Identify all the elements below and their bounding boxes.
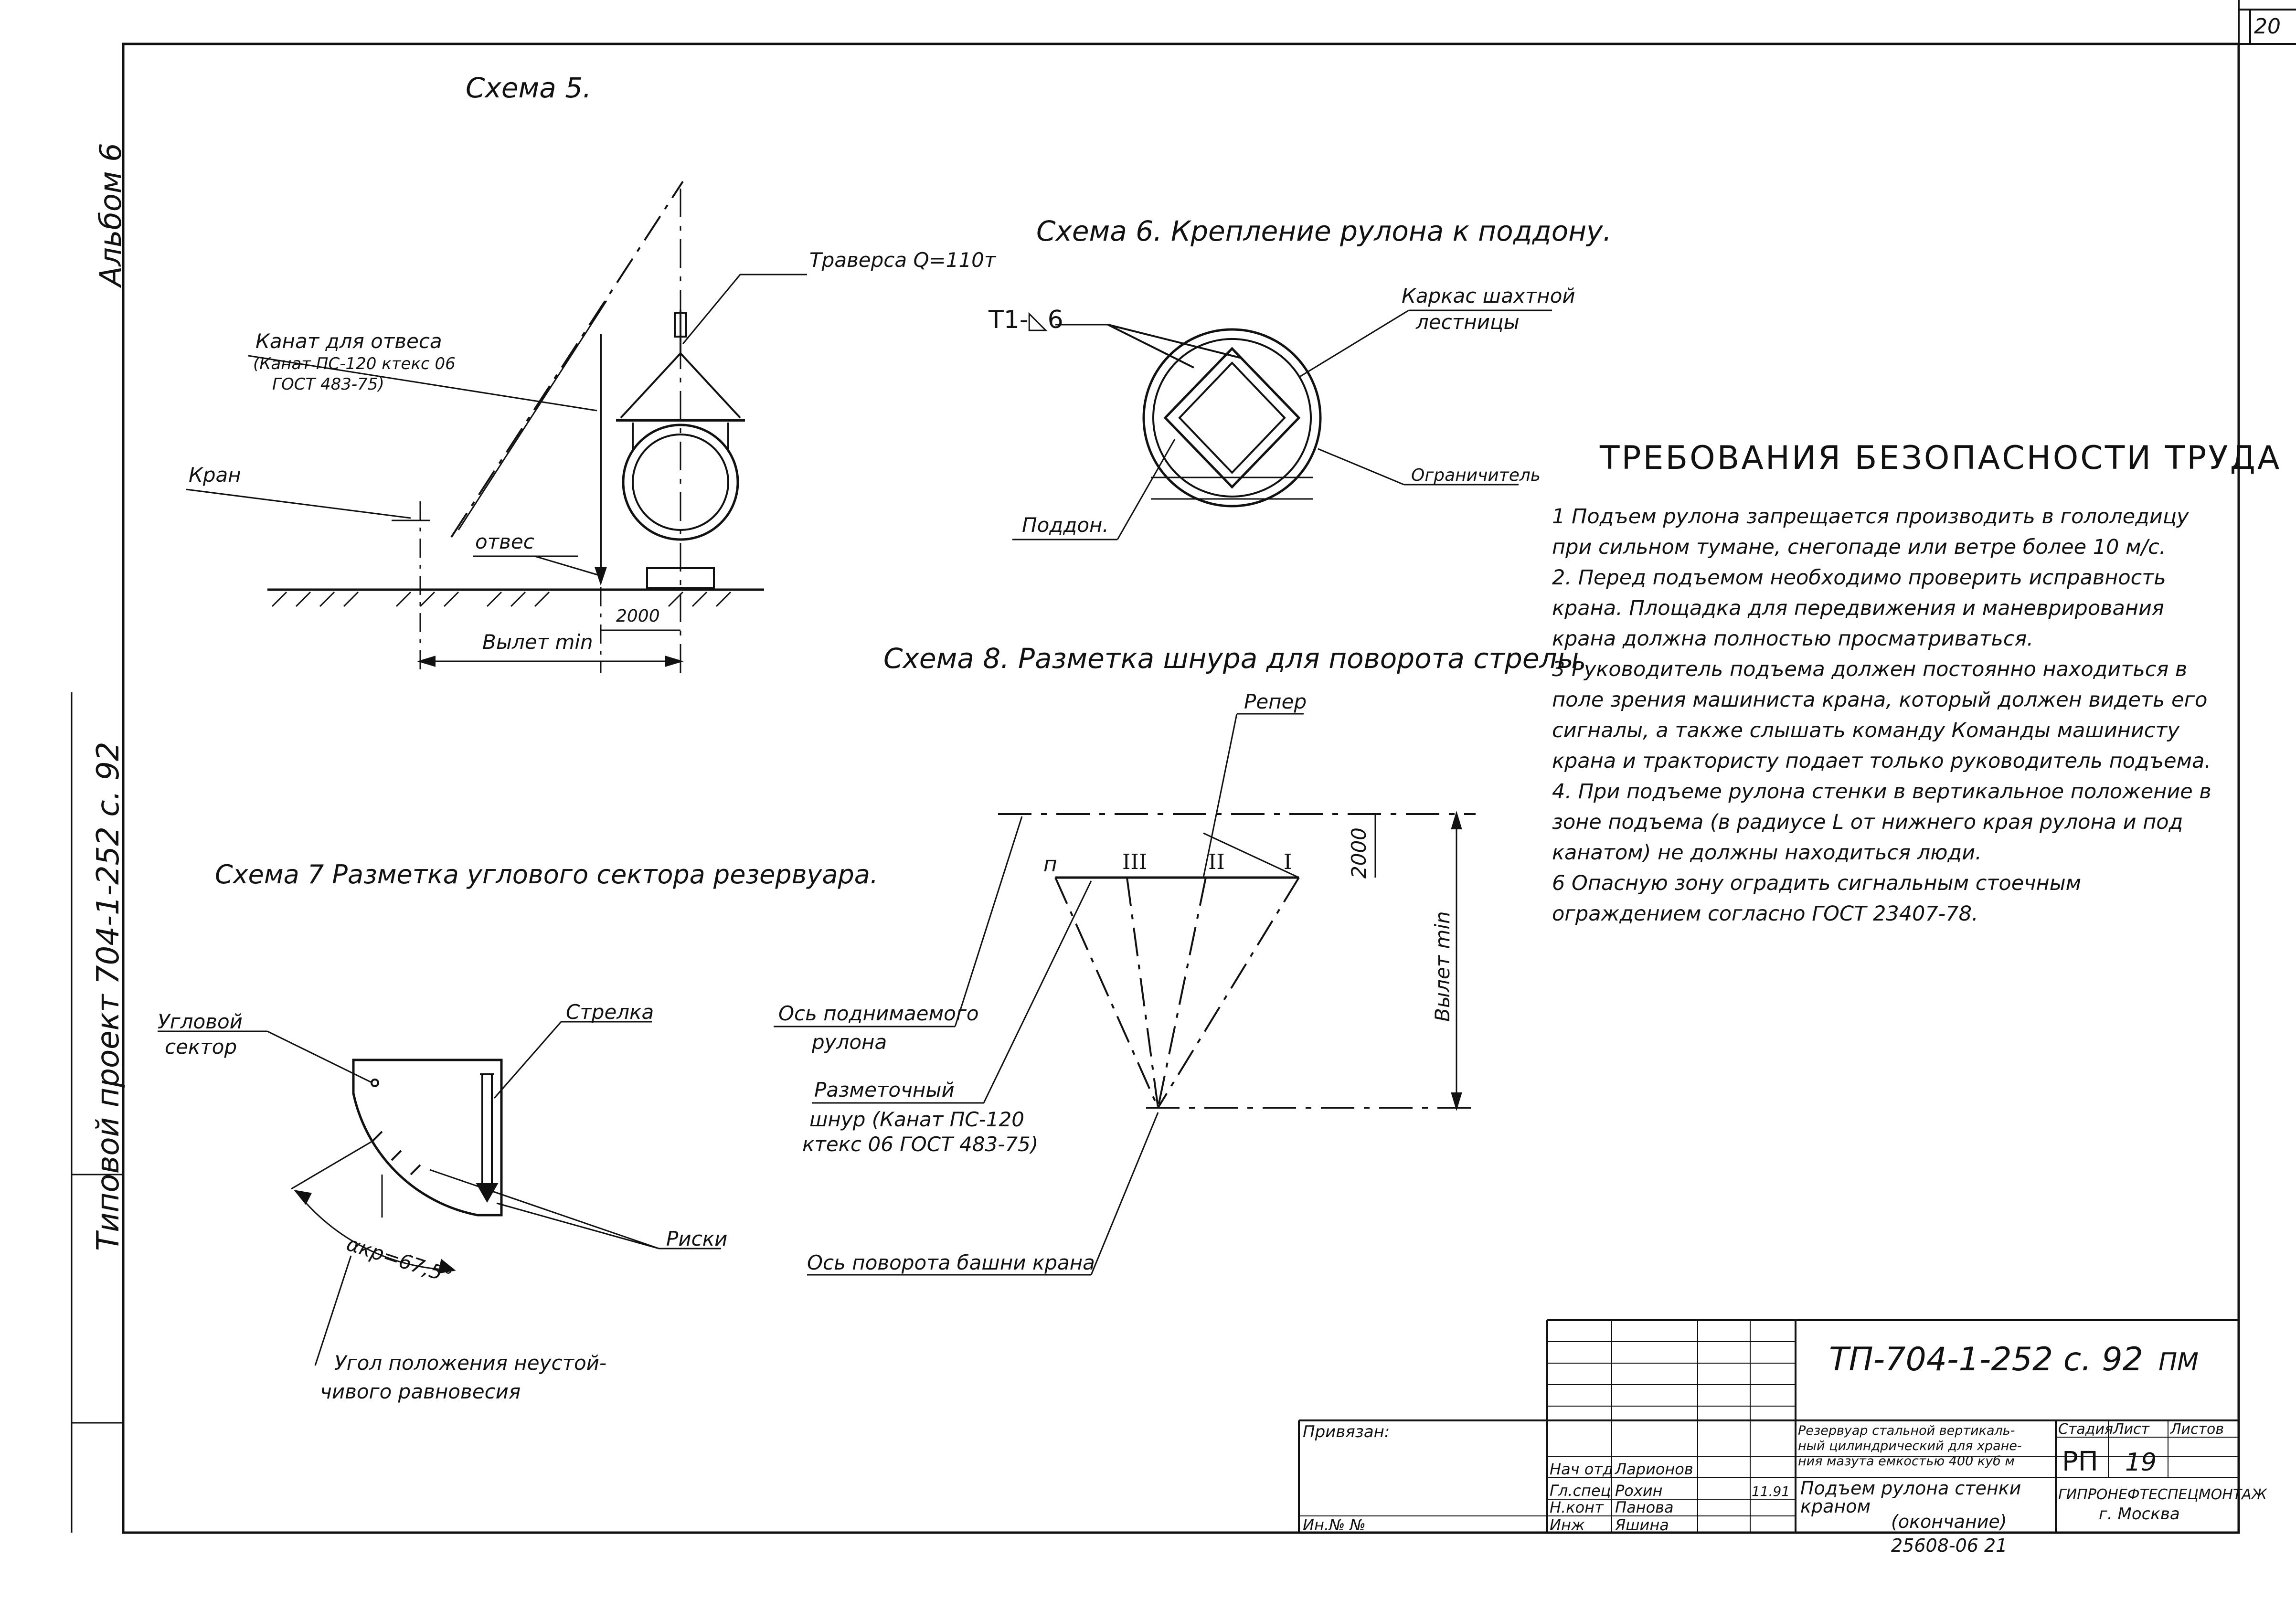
scheme7-drawing (158, 1021, 721, 1366)
scheme6-drawing (1012, 309, 1552, 540)
tb-mark: ПМ (2158, 1348, 2199, 1377)
tb-attached: Привязан: (1303, 1422, 1390, 1441)
tb-object-2: ный цилиндрический для хране- (1798, 1439, 2022, 1453)
scheme8-benchmark: Репер (1244, 690, 1307, 713)
requirement-6: 6 Опасную зону оградить сигнальным стоеч… (1552, 871, 2082, 926)
requirement-4: 4. При подъеме рулона стенки в вертикаль… (1552, 780, 2211, 865)
tb-sheet-header: Лист (2113, 1421, 2150, 1438)
scheme5-reach: Вылет min (482, 630, 593, 654)
requirements-list: 1 Подъем рулона запрещается производить … (1552, 501, 2230, 929)
scheme8-pos-3: III (1122, 850, 1148, 874)
scheme8-axis-1: Ось поднимаемого (778, 1002, 979, 1025)
tb-date: 11.91 (1752, 1483, 1790, 1499)
scheme7-marks: Риски (666, 1227, 728, 1250)
sheet-number: 20 (2254, 14, 2281, 39)
scheme7-arrow: Стрелка (566, 1000, 654, 1024)
scheme8-dim-2000: 2000 (1347, 827, 1371, 879)
scheme7-angle-1: Угол положения неустой- (334, 1351, 607, 1375)
tb-inv: Ин.№ № (1303, 1516, 1366, 1534)
scheme8-cord-1: Разметочный (814, 1078, 955, 1101)
scheme8-pos-2: II (1208, 850, 1225, 874)
title-block-grid (1298, 1319, 2239, 1533)
scheme8-reach-label: Вылет min (1431, 911, 1454, 1022)
tb-sheet: 19 (2125, 1448, 2157, 1477)
scheme8-drawing (774, 713, 1476, 1276)
scheme5-crane: Кран (189, 463, 241, 487)
scheme5-rope-1: Канат для отвеса (255, 329, 442, 353)
side-project: Типовой проект 704-1-252 с. 92 (91, 741, 126, 1251)
scheme8-pos-n: п (1043, 852, 1057, 877)
tb-stage-header: Стадия (2058, 1421, 2113, 1438)
scheme6-title: Схема 6. Крепление рулона к поддону. (1036, 215, 1612, 247)
scheme5-plumb: отвес (475, 530, 534, 553)
requirements-title: ТРЕБОВАНИЯ БЕЗОПАСНОСТИ ТРУДА (1600, 439, 2282, 477)
scheme6-pallet: Поддон. (1022, 513, 1109, 537)
scheme8-title: Схема 8. Разметка шнура для поворота стр… (883, 642, 1588, 675)
tb-role-4: Инж (1550, 1516, 1585, 1534)
tb-name-4: Яшина (1615, 1516, 1669, 1534)
scheme7-corner-2: сектор (165, 1035, 237, 1059)
scheme7-corner-1: Угловой (158, 1010, 243, 1033)
scheme5-title: Схема 5. (466, 72, 592, 104)
scheme5-rope-3: ГОСТ 483-75) (272, 375, 384, 394)
side-album: Альбом 6 (93, 143, 128, 286)
scheme5-dim-2000: 2000 (616, 606, 660, 626)
scheme8-pos-1: I (1284, 850, 1292, 874)
scheme5-drawing (186, 180, 807, 678)
tb-name-2: Рохин (1615, 1482, 1663, 1500)
scheme6-weld: Т1-◺6 (989, 306, 1063, 334)
sheet-frame (122, 42, 2240, 1534)
scheme8-cord-3: ктекс 06 ГОСТ 483-75) (802, 1133, 1039, 1156)
tb-name-3: Панова (1615, 1498, 1674, 1516)
tb-object-1: Резервуар стальной вертикаль- (1798, 1423, 2015, 1438)
tb-name-1: Ларионов (1615, 1460, 1693, 1478)
tb-sheet-name-1: Подъем рулона стенки (1800, 1478, 2021, 1499)
tb-sheet-name-3: (окончание) (1891, 1511, 2007, 1532)
scheme5-rope-2: (Канат ПС-120 ктекс 06 (253, 354, 456, 373)
tb-sheets-header: Листов (2170, 1421, 2224, 1438)
tb-org-2: г. Москва (2099, 1504, 2180, 1524)
scheme7-angle-2: чивого равновесия (320, 1380, 521, 1403)
scheme8-axis-2: рулона (812, 1030, 887, 1054)
tb-role-3: Н.конт (1550, 1498, 1604, 1516)
tb-stage: РП (2062, 1446, 2098, 1477)
requirement-3: 3 Руководитель подъема должен постоянно … (1552, 657, 2211, 773)
requirement-2: 2. Перед подъемом необходимо проверить и… (1552, 566, 2166, 651)
requirement-1: 1 Подъем рулона запрещается производить … (1552, 505, 2189, 559)
tb-role-1: Нач отд (1550, 1460, 1613, 1478)
tb-sheet-name-2: краном (1800, 1496, 1871, 1517)
scheme8-cord-2: шнур (Канат ПС-120 (809, 1108, 1024, 1131)
tb-org-1: ГИПРОНЕФТЕСПЕЦМОНТАЖ (2058, 1486, 2268, 1503)
scheme6-limiter: Ограничитель (1411, 466, 1541, 485)
tb-designation: ТП-704-1-252 с. 92 (1829, 1341, 2143, 1378)
scheme6-frame-2: лестницы (1416, 310, 1520, 334)
tb-role-2: Гл.спец (1550, 1482, 1611, 1500)
scheme8-turn-axis: Ось поворота башни крана (807, 1251, 1095, 1274)
scheme6-frame-1: Каркас шахтной (1402, 284, 1575, 307)
tb-object-3: ния мазута емкостью 400 куб м (1798, 1454, 2015, 1469)
scheme5-traverse: Траверса Q=110т (809, 248, 996, 272)
tb-code: 25608-06 21 (1891, 1535, 2007, 1556)
scheme7-title: Схема 7 Разметка углового сектора резерв… (215, 859, 879, 890)
